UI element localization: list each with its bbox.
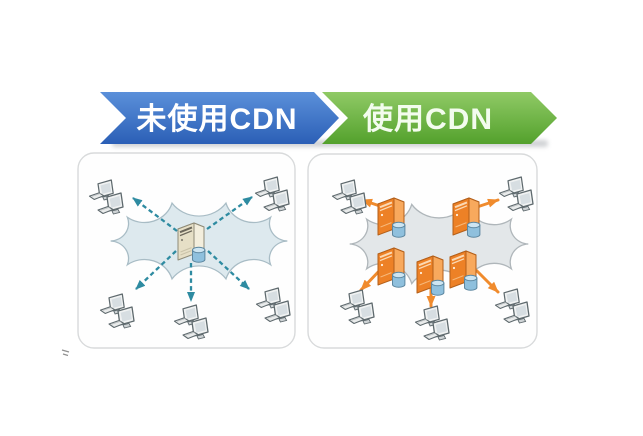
origin-to-client-arrow-bottom-right <box>207 250 250 290</box>
origin-to-client-arrow-bottom-left <box>135 250 177 290</box>
origin-to-client-arrow-top-right <box>206 196 253 230</box>
panel-cdn <box>307 153 538 349</box>
edge-to-client-arrow-bottom-right <box>475 269 500 294</box>
banner-cdn-label: 使用CDN <box>362 103 493 136</box>
origin-to-client-arrow-top-left <box>132 197 178 232</box>
banner-cdn-ribbon <box>322 92 557 144</box>
panel-no-cdn <box>77 152 296 349</box>
banner-no-cdn-ribbon <box>100 92 339 144</box>
banner-no-cdn-label: 未使用CDN <box>137 103 298 136</box>
origin-request-arrows <box>132 196 253 302</box>
header-banners: 未使用CDN 使用CDN <box>100 92 557 147</box>
edge-to-client-arrow-top-right <box>475 198 500 209</box>
corner-artifact <box>61 349 70 357</box>
